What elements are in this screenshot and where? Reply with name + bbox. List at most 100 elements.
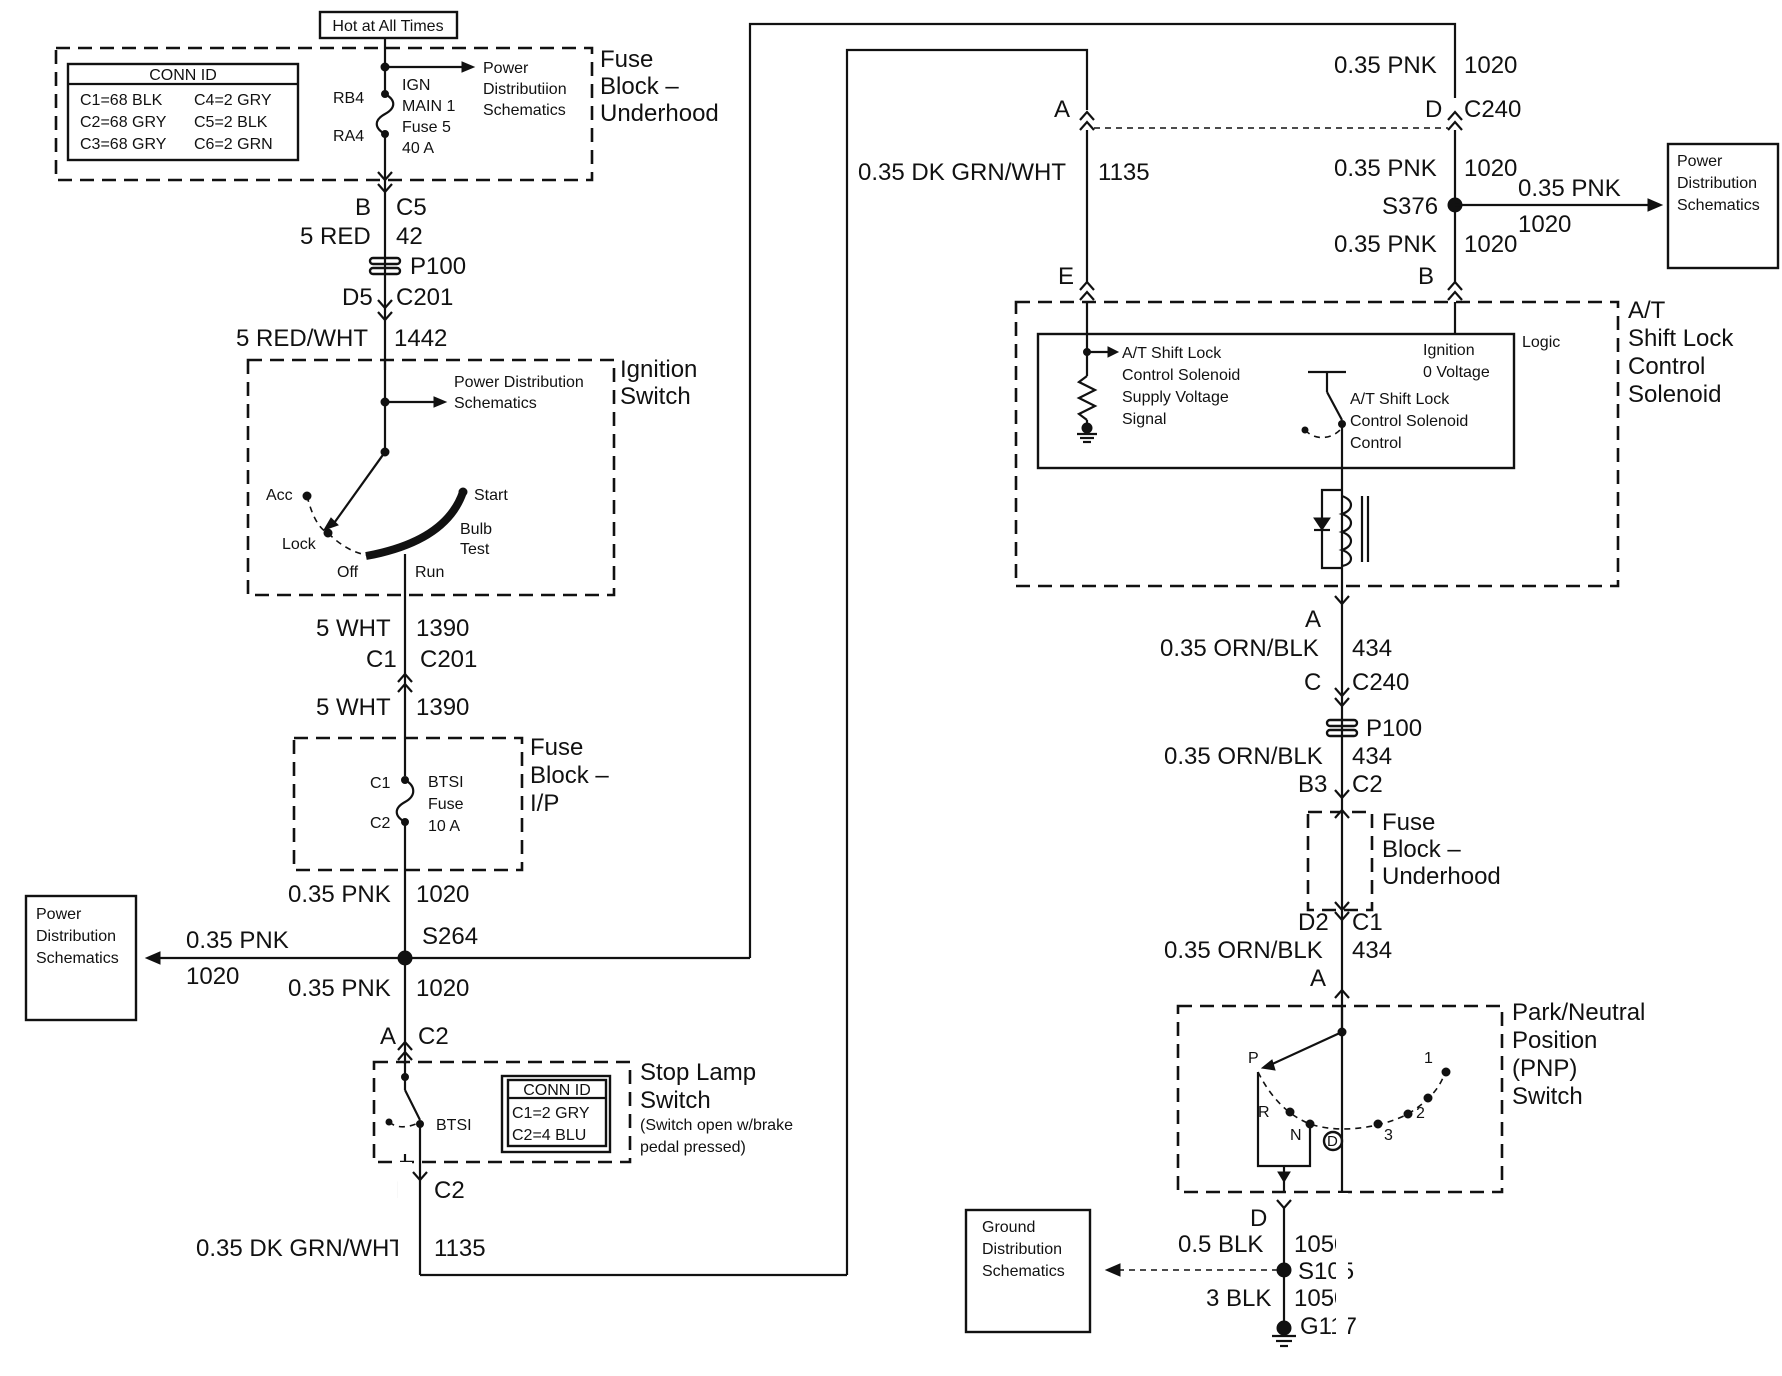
svg-text:Control: Control — [1350, 435, 1402, 452]
svg-text:Power: Power — [1677, 153, 1723, 170]
svg-text:P100: P100 — [410, 253, 466, 280]
svg-text:B3: B3 — [1298, 771, 1327, 798]
svg-text:0.5 BLK: 0.5 BLK — [1178, 1231, 1263, 1258]
svg-text:0.35 PNK: 0.35 PNK — [288, 881, 391, 908]
svg-text:C2: C2 — [1352, 771, 1383, 798]
svg-text:Logic: Logic — [1522, 334, 1560, 351]
svg-text:1390: 1390 — [416, 615, 469, 642]
svg-text:D: D — [1250, 1205, 1267, 1232]
svg-text:5 RED: 5 RED — [300, 223, 371, 250]
svg-text:434: 434 — [1352, 937, 1392, 964]
svg-text:1020: 1020 — [1464, 231, 1517, 258]
stop-lamp-conn-id-table: CONN ID C1=2 GRY C2=4 BLU — [500, 1074, 612, 1154]
svg-text:1390: 1390 — [416, 694, 469, 721]
svg-text:C3=68 GRY: C3=68 GRY — [80, 136, 167, 153]
svg-text:Schematics: Schematics — [483, 102, 566, 119]
svg-text:C2: C2 — [434, 1177, 465, 1204]
svg-text:1135: 1135 — [434, 1235, 486, 1262]
svg-text:Run: Run — [415, 564, 444, 581]
svg-text:Control Solenoid: Control Solenoid — [1122, 367, 1240, 384]
svg-text:D: D — [1425, 96, 1442, 123]
svg-text:C201: C201 — [420, 646, 477, 673]
svg-text:5 RED/WHT: 5 RED/WHT — [236, 325, 368, 352]
svg-text:1020: 1020 — [1518, 211, 1571, 238]
svg-text:Control: Control — [1628, 353, 1705, 380]
svg-text:Switch: Switch — [1512, 1083, 1583, 1110]
svg-text:C1=68 BLK: C1=68 BLK — [80, 92, 163, 109]
svg-text:Schematics: Schematics — [982, 1263, 1065, 1280]
svg-text:Block –: Block – — [1382, 836, 1461, 863]
svg-text:0.35 PNK: 0.35 PNK — [186, 927, 289, 954]
svg-text:Stop Lamp: Stop Lamp — [640, 1059, 756, 1086]
svg-text:0.35 DK GRN/WHT: 0.35 DK GRN/WHT — [196, 1235, 404, 1262]
svg-text:G117: G117 — [1300, 1313, 1357, 1340]
svg-text:C2: C2 — [370, 815, 391, 832]
svg-text:S264: S264 — [422, 923, 478, 950]
power-distribution-box-left: Power Distribution Schematics — [24, 894, 138, 1022]
svg-text:Fuse: Fuse — [1382, 809, 1435, 836]
svg-text:1020: 1020 — [416, 881, 469, 908]
fuse-block-ip: Fuse Block – I/P C1 C2 BTSI Fuse 10 A — [292, 734, 609, 872]
svg-text:N: N — [1290, 1127, 1302, 1144]
svg-text:(Switch open w/brake: (Switch open w/brake — [640, 1117, 793, 1134]
svg-text:Test: Test — [460, 541, 490, 558]
svg-text:pedal pressed): pedal pressed) — [640, 1139, 746, 1156]
svg-text:Supply Voltage: Supply Voltage — [1122, 389, 1229, 406]
svg-text:C5=2 BLK: C5=2 BLK — [194, 114, 268, 131]
svg-text:0.35 PNK: 0.35 PNK — [1518, 175, 1621, 202]
svg-text:Switch: Switch — [640, 1087, 711, 1114]
svg-text:D: D — [1327, 1133, 1338, 1150]
svg-text:BTSI: BTSI — [436, 1117, 472, 1134]
svg-text:Fuse 5: Fuse 5 — [402, 119, 451, 136]
shift-lock-solenoid: A/T Shift Lock Control Solenoid Logic A/… — [1014, 297, 1734, 588]
fuse-block-title-3: Underhood — [600, 100, 719, 127]
hot-at-all-times-label: Hot at All Times — [318, 10, 459, 40]
svg-text:Fuse: Fuse — [530, 734, 583, 761]
fuse-block-underhood-right: Fuse Block – Underhood — [1306, 808, 1501, 912]
svg-text:C240: C240 — [1352, 669, 1409, 696]
svg-text:C1: C1 — [1352, 909, 1383, 936]
p100-connector-left: P100 — [368, 253, 466, 280]
svg-text:A/T: A/T — [1628, 297, 1666, 324]
svg-text:C1: C1 — [366, 646, 397, 673]
conn-id-table: CONN ID C1=68 BLK C4=2 GRY C2=68 GRY C5=… — [66, 62, 300, 162]
svg-text:A: A — [380, 1023, 396, 1050]
svg-text:0.35 PNK: 0.35 PNK — [288, 975, 391, 1002]
svg-text:C240: C240 — [1464, 96, 1521, 123]
svg-text:1135: 1135 — [1098, 159, 1150, 186]
svg-text:C2: C2 — [418, 1023, 449, 1050]
fuse-block-underhood: Fuse Block – Underhood CONN ID C1=68 BLK… — [54, 46, 719, 182]
svg-text:A/T Shift Lock: A/T Shift Lock — [1122, 345, 1222, 362]
svg-text:Power: Power — [483, 60, 529, 77]
svg-text:D2: D2 — [1298, 909, 1329, 936]
svg-text:(PNP): (PNP) — [1512, 1055, 1577, 1082]
svg-text:B: B — [355, 194, 371, 221]
svg-text:1020: 1020 — [186, 963, 239, 990]
svg-text:Lock: Lock — [282, 536, 317, 553]
svg-text:C2=4 BLU: C2=4 BLU — [512, 1127, 586, 1144]
svg-text:Ground: Ground — [982, 1219, 1035, 1236]
svg-text:1: 1 — [1424, 1050, 1433, 1067]
svg-text:Position: Position — [1512, 1027, 1597, 1054]
svg-text:S376: S376 — [1382, 193, 1438, 220]
svg-text:R: R — [1258, 1104, 1270, 1121]
svg-text:P: P — [1248, 1050, 1259, 1067]
svg-text:Start: Start — [474, 487, 508, 504]
svg-text:Power Distribution: Power Distribution — [454, 374, 584, 391]
svg-text:40 A: 40 A — [402, 140, 434, 157]
ground-distribution-box: Ground Distribution Schematics — [964, 1208, 1092, 1334]
p100-connector-right: P100 — [1325, 715, 1422, 742]
svg-text:Power: Power — [36, 906, 82, 923]
svg-text:0.35 DK GRN/WHT: 0.35 DK GRN/WHT — [858, 159, 1066, 186]
svg-text:Schematics: Schematics — [454, 395, 537, 412]
svg-text:C201: C201 — [396, 284, 453, 311]
svg-text:B: B — [1418, 263, 1434, 290]
svg-text:2: 2 — [1416, 1105, 1425, 1122]
svg-text:C5: C5 — [396, 194, 427, 221]
svg-text:RA4: RA4 — [333, 128, 364, 145]
svg-text:0.35 PNK: 0.35 PNK — [1334, 155, 1437, 182]
svg-text:A: A — [1310, 965, 1326, 992]
svg-text:Distribution: Distribution — [36, 928, 116, 945]
svg-text:Fuse: Fuse — [428, 796, 464, 813]
svg-text:3 BLK: 3 BLK — [1206, 1285, 1271, 1312]
